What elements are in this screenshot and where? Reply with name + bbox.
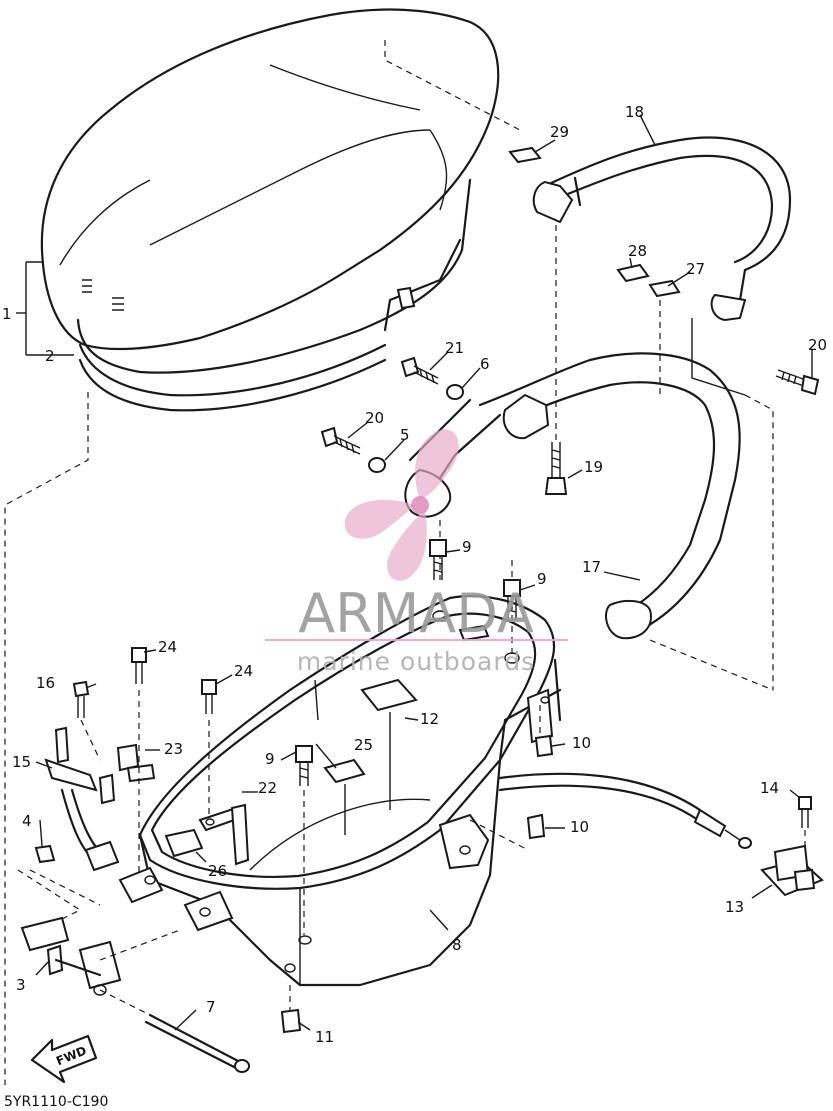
callout-25: 25 (354, 736, 373, 754)
callout-labels: 1 2 3 4 5 6 7 8 9 9 9 10 10 11 12 13 14 … (2, 103, 827, 1046)
bolt-9-c (295, 745, 313, 786)
callout-6: 6 (480, 355, 490, 373)
callout-13: 13 (725, 898, 744, 916)
callout-22: 22 (258, 779, 277, 797)
bolt-14 (798, 796, 812, 828)
callout-10-a: 10 (572, 734, 591, 752)
seat-lock-cable (498, 772, 752, 849)
callout-4: 4 (22, 812, 32, 830)
bracket-22 (198, 803, 250, 866)
callout-28: 28 (628, 242, 647, 260)
callout-14: 14 (760, 779, 779, 797)
callout-1: 1 (2, 305, 12, 323)
callout-29: 29 (550, 123, 569, 141)
clip-10-a (534, 734, 554, 758)
pin-7 (144, 1013, 250, 1073)
bolt-21 (400, 356, 439, 385)
callout-19: 19 (584, 458, 603, 476)
propeller-logo (344, 429, 459, 581)
bracket-23 (98, 743, 156, 805)
clip-10-b (526, 813, 546, 840)
callout-26: 26 (208, 862, 227, 880)
hinge-cable-15 (44, 726, 120, 872)
pad-25 (323, 758, 366, 784)
bolt-19 (544, 442, 568, 495)
callout-20-right: 20 (808, 336, 827, 354)
pad-26 (164, 828, 204, 858)
callout-7: 7 (206, 998, 216, 1016)
bolt-24-a (131, 647, 147, 684)
callout-23: 23 (164, 740, 183, 758)
watermark-tagline: marine outboards (297, 647, 535, 676)
callout-8: 8 (452, 936, 462, 954)
seat-guide-lines (4, 40, 521, 1085)
clip-11 (280, 1008, 302, 1034)
callout-9-b: 9 (537, 570, 547, 588)
bolt-20-left (320, 426, 361, 455)
diagram-code: 5YR1110-C190 (4, 1094, 108, 1110)
callout-3: 3 (16, 976, 26, 994)
grab-bar (532, 136, 792, 322)
callout-9-c: 9 (265, 750, 275, 768)
callout-16: 16 (36, 674, 55, 692)
washer-6 (446, 384, 464, 400)
callout-20-left: 20 (365, 409, 384, 427)
callout-2: 2 (45, 347, 55, 365)
bolt-20-right (775, 369, 820, 396)
callout-5: 5 (400, 426, 410, 444)
seat (40, 8, 500, 412)
decal-28 (616, 263, 650, 283)
fwd-arrow: FWD (30, 1034, 98, 1084)
callout-17: 17 (582, 558, 601, 576)
decal-29 (508, 146, 542, 164)
washer-5 (368, 457, 386, 473)
storage-box (138, 595, 562, 987)
pad-12 (360, 678, 418, 712)
bolt-16 (72, 680, 90, 718)
callout-11: 11 (315, 1028, 334, 1046)
callout-9-a: 9 (462, 538, 472, 556)
leader-1-2 (16, 261, 74, 356)
bolt-9-a (429, 539, 447, 580)
callout-24-b: 24 (234, 662, 253, 680)
seat-lock-13 (760, 844, 824, 897)
callout-24-a: 24 (158, 638, 177, 656)
bolt-24-b (201, 679, 217, 714)
armada-watermark: ARMADA marine outboards (265, 429, 568, 676)
callout-leaders (35, 114, 813, 1031)
callout-10-b: 10 (570, 818, 589, 836)
callout-15: 15 (12, 753, 31, 771)
nut-4 (34, 844, 56, 864)
callout-21: 21 (445, 339, 464, 357)
watermark-brand: ARMADA (298, 582, 534, 645)
hinge-bracket-3 (20, 916, 122, 996)
callout-12: 12 (420, 710, 439, 728)
callout-27: 27 (686, 260, 705, 278)
callout-18: 18 (625, 103, 644, 121)
decal-27 (648, 279, 681, 298)
